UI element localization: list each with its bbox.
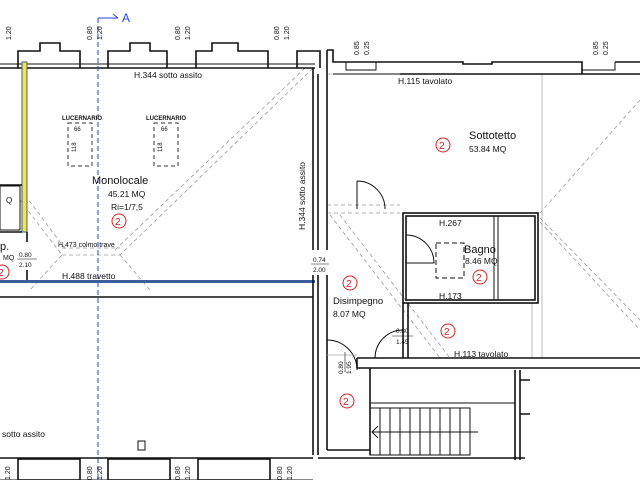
- skylight-2-height: 118: [158, 142, 164, 152]
- left-room-code: 2: [0, 268, 4, 279]
- skylight-2-label: LUCERNARIO: [146, 116, 186, 122]
- monolocale-area: 45.21 MQ: [108, 189, 146, 199]
- door-1-height: 2.10: [19, 262, 32, 269]
- skylight-1: [67, 122, 93, 167]
- height-473: H.473 colmo trave: [58, 242, 115, 249]
- under-bagno-code: 2: [444, 327, 450, 338]
- sottotetto-code: 2: [439, 141, 445, 152]
- blue-wall: [0, 280, 315, 283]
- sottotetto-name: Sottotetto: [469, 130, 516, 142]
- bagno-height-top: H.267: [439, 218, 462, 228]
- dim-bottom-2a: 0.80: [87, 466, 94, 480]
- skylight-1-height: 118: [72, 142, 78, 152]
- monolocale-right-wall: [312, 68, 319, 455]
- monolocale-code: 2: [115, 217, 121, 228]
- dim-top-4b: 1.20: [284, 26, 291, 40]
- left-room-area: MQ: [3, 255, 15, 262]
- roof-hip-lines: [19, 67, 640, 359]
- door-2-height: 2.00: [313, 267, 326, 274]
- skylight-1-label: LUCERNARIO: [62, 116, 102, 122]
- disimpegno-name: Disimpegno: [333, 296, 383, 307]
- disimpegno-code: 2: [346, 279, 352, 290]
- monolocale-ratio: Ri=1/7,5: [111, 202, 143, 212]
- section-line-a: [97, 13, 119, 480]
- dim-bottom-4b: 1.20: [287, 466, 294, 480]
- left-room-walls: [0, 184, 28, 281]
- dim-bottom-4a: 0.80: [277, 466, 284, 480]
- dim-top-5b: 0.25: [364, 41, 371, 55]
- doors: [326, 180, 409, 371]
- door-4-width: 0.80: [338, 361, 345, 374]
- door-4-height: 1.95: [346, 361, 353, 374]
- door-2-width: 0.74: [313, 257, 326, 264]
- bagno-area: 8.46 MQ: [465, 256, 498, 266]
- monolocale-name: Monolocale: [92, 175, 148, 187]
- stairs-code: 2: [343, 397, 349, 408]
- bagno-code: 2: [476, 273, 482, 284]
- skylight-1-width: 66: [74, 127, 81, 133]
- section-label: A: [122, 11, 130, 25]
- dim-bottom-1a: 1.20: [5, 466, 12, 480]
- dim-top-5a: 0.85: [354, 41, 361, 55]
- bagno-height-bottom: H.173: [439, 291, 462, 301]
- dim-bottom-3b: 1.20: [185, 466, 192, 480]
- bottom-wall-left: [0, 440, 313, 480]
- dim-top-4a: 0.80: [274, 26, 281, 40]
- door-1-width: 0.80: [19, 252, 32, 259]
- svg-text:Q: Q: [6, 196, 12, 205]
- door-3-height: 1.45: [396, 339, 409, 346]
- left-room-name: p.: [0, 241, 9, 253]
- left-room-fixture: [0, 185, 21, 231]
- skylight-2-width: 66: [161, 127, 168, 133]
- height-488: H.488 travetto: [62, 271, 116, 281]
- dim-top-6b: 0.25: [603, 41, 610, 55]
- stair-wall: [356, 357, 640, 455]
- dim-top-3a: 0.80: [175, 26, 182, 40]
- dim-top-2b: 1.20: [97, 26, 104, 40]
- height-bottom-left: sotto assito: [2, 429, 45, 439]
- height-113: H.113 tavolato: [454, 349, 508, 359]
- room-code-circles: [0, 137, 488, 409]
- disimpegno-area: 8.07 MQ: [333, 309, 366, 319]
- dim-top-6a: 0.85: [593, 41, 600, 55]
- dim-top-3b: 1.20: [185, 26, 192, 40]
- door-3-width: 0.80: [396, 328, 409, 335]
- dim-bottom-3a: 0.80: [175, 466, 182, 480]
- top-wall-right: [327, 49, 640, 75]
- height-344-side: H.344 sotto assito: [297, 162, 307, 230]
- dim-bottom-2b: 1.20: [97, 466, 104, 480]
- yellow-wall: [21, 61, 28, 233]
- skylight-2: [153, 122, 179, 167]
- height-344-top: H.344 sotto assito: [134, 70, 202, 80]
- dim-top-1a: 1.20: [6, 26, 13, 40]
- top-wall-left: [0, 42, 321, 69]
- bagno-walls: [402, 212, 539, 304]
- staircase: [318, 370, 530, 460]
- bagno-name: Bagno: [464, 244, 496, 256]
- height-115: H.115 tavolato: [398, 76, 452, 86]
- sottotetto-area: 53.84 MQ: [469, 144, 507, 154]
- dim-top-2a: 0.80: [87, 26, 94, 40]
